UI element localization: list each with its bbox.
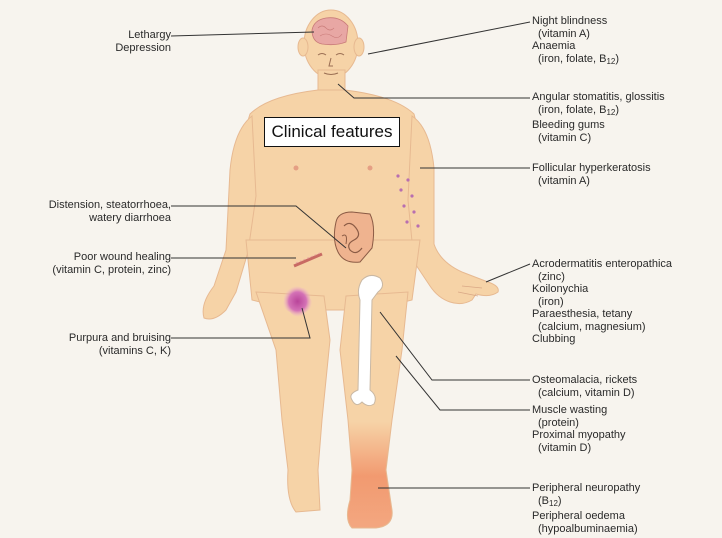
anaemia-detail: (iron, folate, B12) bbox=[532, 53, 619, 69]
label-purpura: Purpura and bruising(vitamins C, K) bbox=[10, 332, 171, 357]
label-eyes: Night blindness (vitamin A) Anaemia (iro… bbox=[532, 15, 619, 68]
label-wound-healing: Poor wound healing(vitamin C, protein, z… bbox=[10, 251, 171, 276]
diagram-title: Clinical features bbox=[264, 117, 400, 147]
label-follicular: Follicular hyperkeratosis (vitamin A) bbox=[532, 162, 651, 187]
label-muscle: Muscle wasting (protein) Proximal myopat… bbox=[532, 404, 626, 454]
label-hand: Acrodermatitis enteropathica (zinc) Koil… bbox=[532, 258, 672, 346]
label-bone: Osteomalacia, rickets (calcium, vitamin … bbox=[532, 374, 637, 399]
label-distension: Distension, steatorrhoea,watery diarrhoe… bbox=[10, 199, 171, 224]
nipple-left bbox=[294, 166, 299, 171]
brain-highlight bbox=[312, 18, 348, 45]
label-mouth: Angular stomatitis, glossitis (iron, fol… bbox=[532, 91, 665, 144]
nipple-right bbox=[368, 166, 373, 171]
label-feet: Peripheral neuropathy (B12) Peripheral o… bbox=[532, 482, 640, 535]
